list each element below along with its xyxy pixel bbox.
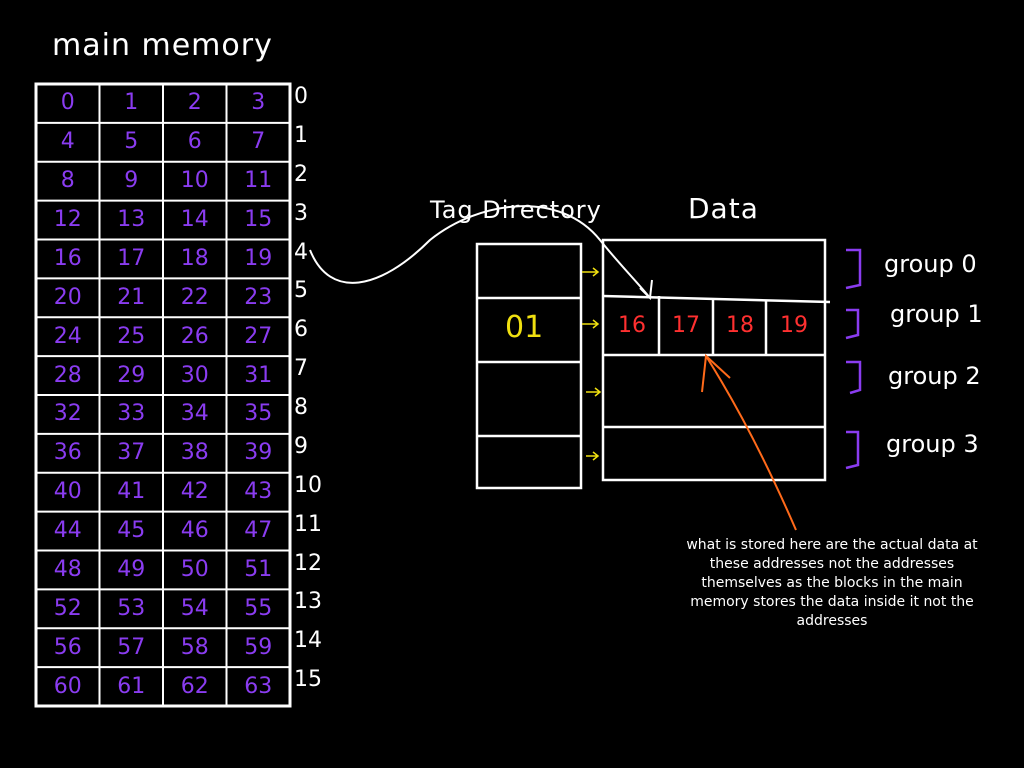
block-label: 7 — [294, 356, 308, 382]
memory-cell: 26 — [180, 323, 209, 349]
data-title: Data — [688, 192, 759, 225]
block-label: 8 — [294, 395, 308, 420]
memory-cell: 34 — [180, 401, 209, 427]
memory-cell: 38 — [180, 440, 209, 466]
memory-cell: 63 — [244, 673, 273, 699]
tag-arrows — [582, 267, 602, 461]
group-label: group 2 — [888, 362, 981, 390]
block-label: 3 — [294, 200, 308, 226]
mapping-curve — [309, 205, 651, 299]
memory-cell: 1 — [124, 90, 139, 116]
memory-cell: 44 — [53, 518, 82, 544]
group-label: group 0 — [884, 250, 977, 278]
block-label: 14 — [294, 628, 322, 654]
memory-cell: 37 — [117, 440, 146, 466]
memory-cell: 42 — [180, 479, 209, 505]
memory-cell: 43 — [244, 479, 273, 505]
memory-cell: 25 — [117, 323, 146, 349]
memory-cell: 4 — [60, 129, 75, 155]
block-label: 10 — [294, 472, 322, 498]
memory-cell: 19 — [244, 245, 273, 271]
memory-cell: 17 — [117, 245, 146, 271]
tag-value: 01 — [505, 310, 544, 345]
memory-cell: 47 — [244, 518, 273, 544]
memory-cell: 7 — [251, 129, 266, 155]
block-label: 2 — [294, 161, 308, 187]
data-cell: 17 — [672, 313, 700, 338]
memory-cell: 52 — [53, 595, 82, 621]
memory-cell: 39 — [244, 440, 273, 466]
tag-directory-box — [475, 242, 583, 490]
block-label: 4 — [294, 239, 308, 265]
block-label: 9 — [294, 433, 308, 459]
memory-cell: 2 — [187, 90, 202, 116]
memory-cell: 62 — [180, 673, 209, 699]
memory-cell: 27 — [244, 323, 273, 349]
block-label: 6 — [294, 317, 308, 343]
memory-cell: 53 — [117, 595, 146, 621]
block-label: 1 — [294, 122, 308, 148]
block-label: 11 — [294, 511, 322, 537]
annotation-note: what is stored here are the actual data … — [686, 537, 978, 629]
memory-cell: 31 — [244, 362, 273, 388]
data-cell: 19 — [780, 313, 808, 338]
memory-cell: 30 — [180, 362, 209, 388]
block-label: 12 — [294, 550, 322, 576]
memory-cell: 15 — [244, 207, 273, 233]
main-memory-title: main memory — [52, 28, 273, 63]
group-label: group 3 — [886, 430, 979, 458]
memory-cell: 57 — [117, 634, 146, 660]
memory-cell: 11 — [244, 168, 273, 194]
tag-directory-title: Tag Directory — [430, 196, 602, 224]
memory-cell: 48 — [53, 556, 82, 582]
memory-cell: 10 — [180, 168, 209, 194]
memory-cell: 58 — [180, 634, 209, 660]
memory-cell: 14 — [180, 207, 209, 233]
memory-cell: 5 — [124, 129, 139, 155]
memory-cell: 50 — [180, 556, 209, 582]
memory-cell: 9 — [124, 168, 139, 194]
memory-cell: 24 — [53, 323, 82, 349]
memory-cell: 23 — [244, 284, 273, 310]
block-label: 0 — [294, 84, 308, 109]
data-cell: 18 — [726, 313, 754, 338]
memory-cell: 59 — [244, 634, 273, 660]
memory-cell: 40 — [53, 479, 82, 505]
data-box — [601, 238, 831, 482]
memory-cell: 41 — [117, 479, 146, 505]
group-label: group 1 — [890, 300, 983, 328]
memory-cell: 61 — [117, 673, 146, 699]
memory-cell: 54 — [180, 595, 209, 621]
pointer-arrow — [701, 353, 797, 531]
memory-cell: 36 — [53, 440, 82, 466]
block-label: 15 — [294, 667, 322, 693]
memory-cell: 28 — [53, 362, 82, 388]
memory-cell: 6 — [187, 129, 202, 155]
memory-cell: 20 — [53, 284, 82, 310]
memory-cell: 8 — [60, 168, 75, 194]
memory-cell: 55 — [244, 595, 273, 621]
memory-cell: 51 — [244, 556, 273, 582]
data-cell: 16 — [618, 313, 646, 338]
memory-cell: 12 — [53, 207, 82, 233]
memory-cell: 33 — [117, 401, 146, 427]
memory-cell: 3 — [251, 90, 266, 116]
block-label: 13 — [294, 589, 322, 615]
memory-cell: 16 — [53, 245, 82, 271]
memory-cell: 45 — [117, 518, 146, 544]
group-brackets — [845, 248, 862, 470]
memory-cell: 22 — [180, 284, 209, 310]
memory-cell: 0 — [60, 90, 75, 116]
memory-cell: 29 — [117, 362, 146, 388]
memory-cell: 49 — [117, 556, 146, 582]
memory-cell: 13 — [117, 207, 146, 233]
memory-cell: 46 — [180, 518, 209, 544]
memory-cell: 56 — [53, 634, 82, 660]
memory-cell: 32 — [53, 401, 82, 427]
memory-cell: 60 — [53, 673, 82, 699]
block-label: 5 — [294, 278, 308, 304]
memory-cell: 18 — [180, 245, 209, 271]
memory-cell: 35 — [244, 401, 273, 427]
memory-cell: 21 — [117, 284, 146, 310]
